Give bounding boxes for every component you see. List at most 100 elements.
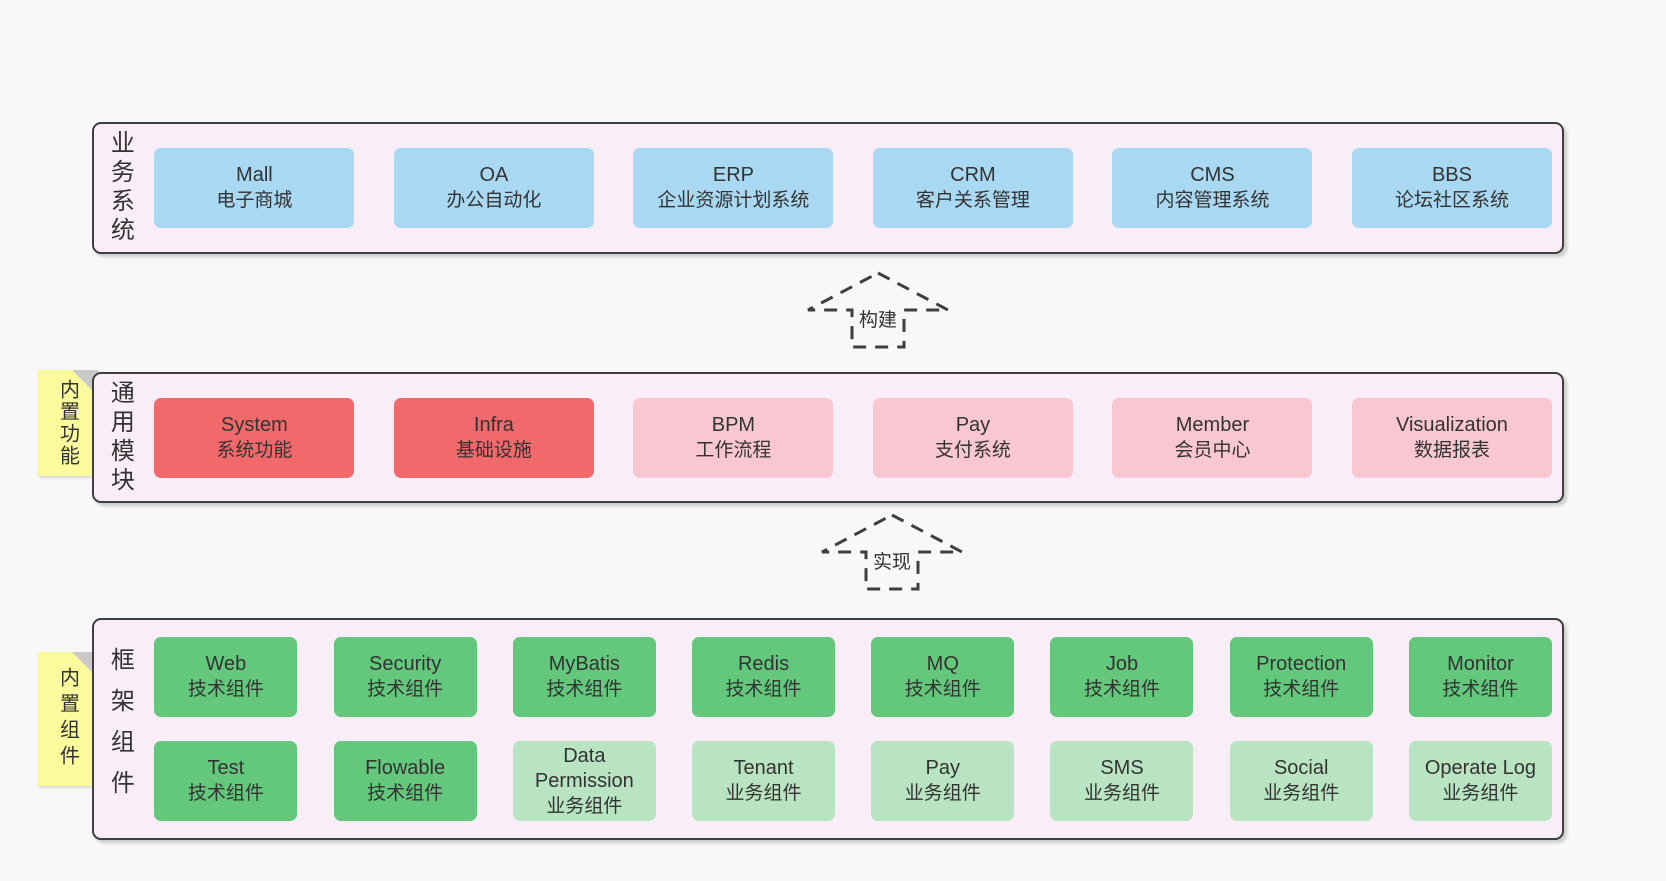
components-row-1: Web 技术组件 Security 技术组件 MyBatis 技术组件 Redi… [154, 637, 1552, 717]
box-test: Test 技术组件 [154, 741, 298, 821]
arrow-implement: 实现 [819, 512, 965, 592]
layer-modules-body: System 系统功能 Infra 基础设施 BPM 工作流程 Pay 支付系统… [154, 397, 1552, 478]
box-title: Social [1273, 757, 1329, 779]
box-title: Security [368, 653, 442, 675]
box-subtitle: 业务组件 [1083, 783, 1160, 804]
box-title: BBS [1431, 164, 1472, 186]
box-subtitle: 系统功能 [216, 439, 293, 461]
box-sms: SMS 业务组件 [1050, 741, 1194, 821]
arrow-build-label: 构建 [855, 304, 901, 333]
box-subtitle: 技术组件 [725, 679, 802, 700]
box-subtitle: 技术组件 [367, 679, 444, 700]
box-title: MQ [926, 653, 959, 675]
components-row-2: Test 技术组件 Flowable 技术组件 Data Permission … [154, 741, 1552, 821]
sticky-note-built-in-functions: 内置功能 [37, 370, 98, 476]
box-title: Infra [473, 413, 514, 436]
box-subtitle: 业务组件 [1263, 783, 1340, 804]
box-subtitle: 工作流程 [695, 439, 772, 461]
box-subtitle: 论坛社区系统 [1394, 190, 1509, 211]
box-erp: ERP 企业资源计划系统 [633, 148, 834, 228]
box-title: Member [1175, 413, 1250, 436]
box-subtitle: 技术组件 [1263, 679, 1340, 700]
box-pay: Pay 支付系统 [872, 397, 1073, 478]
sticky-note-built-in-components: 内置组件 [37, 652, 98, 786]
box-subtitle: 办公自动化 [446, 190, 542, 211]
box-title: Pay [925, 757, 960, 779]
box-title: MyBatis [548, 653, 620, 675]
box-subtitle: 技术组件 [546, 679, 623, 700]
box-subtitle: 技术组件 [187, 679, 264, 700]
sticky-label: 内置组件 [56, 667, 79, 771]
box-title: Operate Log [1424, 757, 1537, 779]
box-title: Tenant [733, 757, 794, 779]
layer-common-modules: 通用模块 System 系统功能 Infra 基础设施 BPM 工作流程 Pay… [92, 372, 1564, 503]
sticky-label: 内置功能 [56, 379, 79, 467]
layer-business-systems: 业务系统 Mall 电子商城 OA 办公自动化 ERP 企业资源计划系统 CRM… [92, 122, 1564, 254]
box-job: Job 技术组件 [1050, 637, 1194, 717]
box-mybatis: MyBatis 技术组件 [512, 637, 656, 717]
box-title: Web [205, 653, 247, 675]
box-title: Test [207, 757, 245, 779]
box-subtitle: 业务组件 [1442, 783, 1519, 804]
box-subtitle: 电子商城 [216, 190, 293, 211]
box-title: SMS [1100, 757, 1144, 779]
box-flowable: Flowable 技术组件 [333, 741, 477, 821]
box-operate-log: Operate Log 业务组件 [1408, 741, 1552, 821]
box-subtitle: 业务组件 [546, 795, 623, 817]
arrow-build: 构建 [805, 270, 951, 350]
box-web: Web 技术组件 [154, 637, 298, 717]
box-title: BPM [711, 413, 756, 436]
box-subtitle: 数据报表 [1413, 439, 1490, 461]
box-pay-biz: Pay 业务组件 [871, 741, 1015, 821]
layer-components-label: 框架组件 [106, 647, 134, 811]
box-protection: Protection 技术组件 [1229, 637, 1373, 717]
box-mq: MQ 技术组件 [871, 637, 1015, 717]
box-bpm: BPM 工作流程 [633, 397, 834, 478]
box-title: ERP [712, 164, 754, 186]
box-subtitle: 技术组件 [187, 783, 264, 804]
box-oa: OA 办公自动化 [393, 148, 594, 228]
box-title: System [221, 413, 288, 436]
box-subtitle: 技术组件 [904, 679, 981, 700]
layer-business-label: 业务系统 [106, 130, 134, 246]
box-subtitle: 客户关系管理 [915, 190, 1030, 211]
box-mall: Mall 电子商城 [154, 148, 355, 228]
box-title: Visualization [1396, 413, 1508, 436]
box-title: Monitor [1447, 653, 1514, 675]
box-bbs: BBS 论坛社区系统 [1351, 148, 1552, 228]
box-visualization: Visualization 数据报表 [1351, 397, 1552, 478]
box-title: Pay [955, 413, 991, 436]
dashed-up-arrow-icon [821, 513, 963, 591]
box-tenant: Tenant 业务组件 [692, 741, 836, 821]
box-subtitle: 支付系统 [934, 439, 1011, 461]
box-title: Mall [236, 164, 273, 186]
box-member: Member 会员中心 [1112, 397, 1313, 478]
box-social: Social 业务组件 [1229, 741, 1373, 821]
box-title: Protection [1256, 653, 1347, 675]
box-title: CMS [1190, 164, 1235, 186]
box-title: Redis [737, 653, 790, 675]
layer-components-body: Web 技术组件 Security 技术组件 MyBatis 技术组件 Redi… [154, 637, 1552, 821]
box-data-permission: Data Permission 业务组件 [512, 741, 656, 821]
arrow-implement-label: 实现 [869, 546, 915, 575]
box-title: Flowable [365, 757, 446, 779]
box-subtitle: 会员中心 [1174, 439, 1251, 461]
box-title: Data Permission [534, 744, 634, 792]
box-title: CRM [950, 164, 996, 186]
box-security: Security 技术组件 [333, 637, 477, 717]
box-monitor: Monitor 技术组件 [1408, 637, 1552, 717]
box-system: System 系统功能 [154, 397, 355, 478]
box-subtitle: 技术组件 [1442, 679, 1519, 700]
box-redis: Redis 技术组件 [692, 637, 836, 717]
layer-framework-components: 框架组件 Web 技术组件 Security 技术组件 MyBatis 技术组件… [92, 618, 1564, 840]
box-title: OA [479, 164, 509, 186]
box-subtitle: 内容管理系统 [1155, 190, 1270, 211]
layer-business-body: Mall 电子商城 OA 办公自动化 ERP 企业资源计划系统 CRM 客户关系… [154, 148, 1552, 228]
box-title: Job [1105, 653, 1139, 675]
box-subtitle: 业务组件 [904, 783, 981, 804]
box-cms: CMS 内容管理系统 [1112, 148, 1313, 228]
dashed-up-arrow-icon [807, 271, 949, 349]
box-subtitle: 技术组件 [1083, 679, 1160, 700]
box-subtitle: 企业资源计划系统 [657, 190, 810, 211]
